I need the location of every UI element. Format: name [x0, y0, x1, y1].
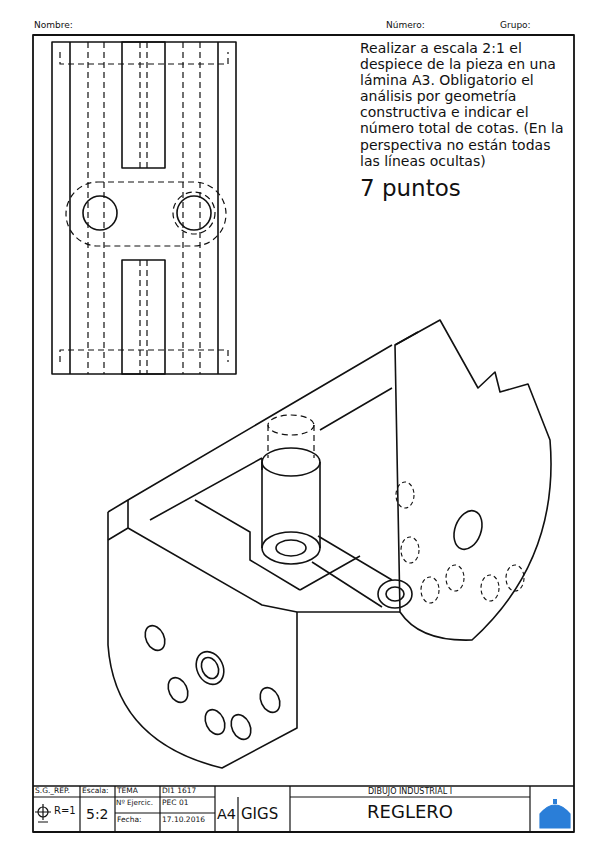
- label: S.G._REP.: [35, 787, 70, 796]
- label: A4: [217, 806, 236, 823]
- label: TEMA: [117, 787, 138, 796]
- isometric-view: [108, 320, 551, 768]
- label: Nombre:: [34, 20, 73, 30]
- label: 7 puntos: [360, 175, 461, 201]
- title-block: [33, 786, 574, 832]
- label: Grupo:: [500, 20, 531, 30]
- label: Nº Ejercic.: [116, 799, 153, 807]
- label: PEC 01: [162, 799, 188, 808]
- label: REGLERO: [367, 802, 453, 823]
- label: DIBUJO INDUSTRIAL I: [368, 787, 452, 796]
- label: Número:: [386, 20, 425, 30]
- label: Fecha:: [117, 816, 142, 825]
- label: R=1: [54, 805, 76, 817]
- label: 17.10.2016: [162, 816, 205, 825]
- label: DI1 1617: [162, 787, 196, 796]
- label: GIGS: [241, 806, 278, 823]
- top-view: [52, 42, 236, 374]
- label: Realizar a escala 2:1 el despiece de la …: [360, 40, 572, 169]
- label: Escala:: [82, 787, 109, 796]
- label: 5:2: [86, 806, 109, 822]
